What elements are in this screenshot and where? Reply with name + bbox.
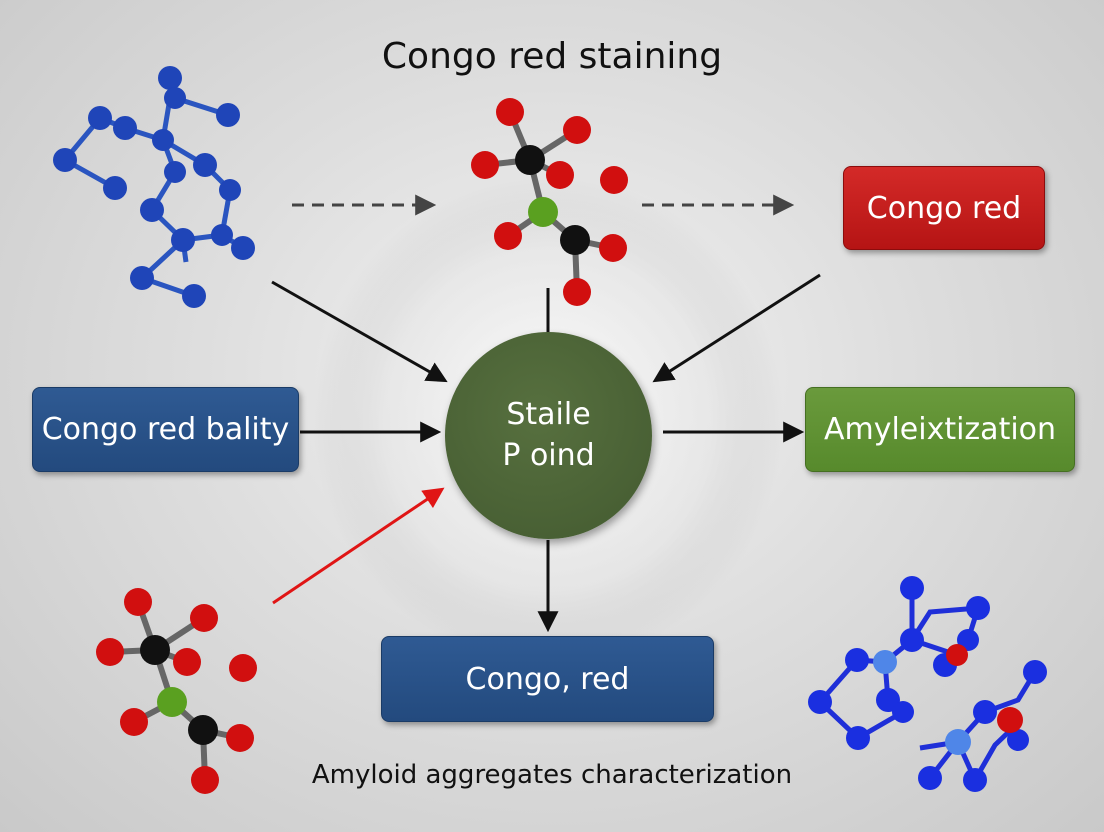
congo-red-bottom-box: Congo, red <box>381 636 714 722</box>
congo-red-bality-box: Congo red bality <box>32 387 299 472</box>
center-node: Staile P oind <box>445 332 652 539</box>
congo-red-box: Congo red <box>843 166 1045 250</box>
center-node-line1: Staile <box>506 397 591 432</box>
arrow-topleft-to-center <box>271 280 448 383</box>
arrow-red-bottomleft-to-center <box>272 487 445 605</box>
center-node-line2: P oind <box>502 437 595 473</box>
amyleixtization-box: Amyleixtization <box>805 387 1075 472</box>
arrow-topright-to-center <box>652 273 821 383</box>
diagram-caption: Amyloid aggregates characterization <box>311 760 793 790</box>
diagram-title: Congo red staining <box>381 36 723 77</box>
